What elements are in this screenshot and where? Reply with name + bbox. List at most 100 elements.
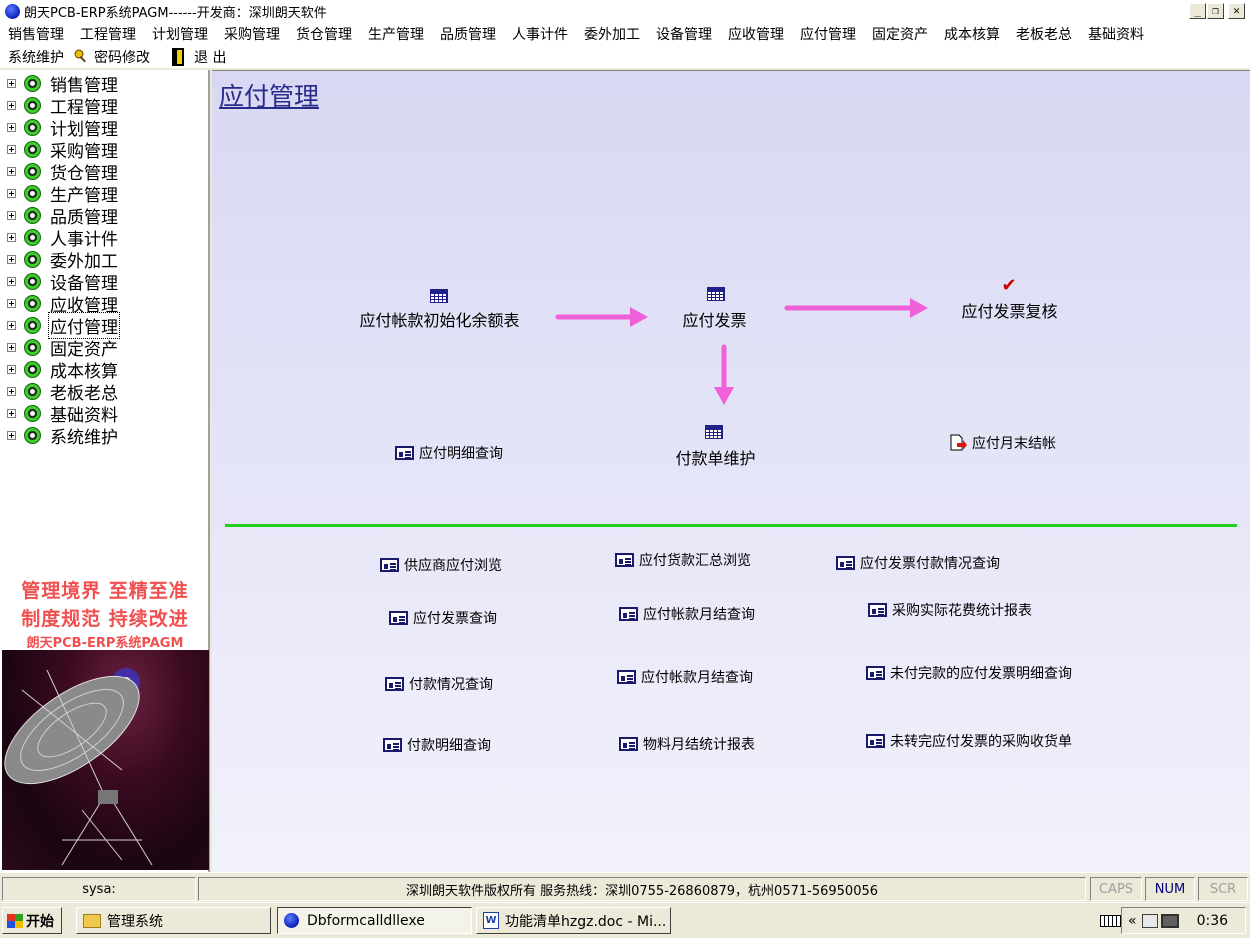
tree-item[interactable]: 系统维护 (0, 424, 119, 448)
report-link[interactable]: 应付帐款月结查询 (619, 604, 755, 624)
tree-item[interactable]: 固定资产 (0, 336, 119, 360)
tree-item[interactable]: 委外加工 (0, 248, 119, 272)
expand-icon[interactable] (7, 298, 16, 308)
init-balance-link[interactable]: 应付帐款初始化余额表 (359, 311, 520, 330)
expand-icon[interactable] (7, 342, 16, 352)
expand-icon[interactable] (7, 320, 16, 330)
table-icon (380, 558, 399, 572)
menu-item[interactable]: 销售管理 (8, 26, 64, 43)
start-button[interactable]: 开始 (2, 907, 62, 934)
expand-icon[interactable] (7, 232, 16, 242)
clock[interactable]: 0:36 (1196, 912, 1229, 929)
menu-item[interactable]: 成本核算 (944, 26, 1000, 43)
report-link[interactable]: 物料月结统计报表 (619, 734, 755, 754)
tree-item[interactable]: 老板老总 (0, 380, 119, 404)
expand-icon[interactable] (7, 144, 16, 154)
report-link[interactable]: 采购实际花费统计报表 (868, 600, 1032, 620)
tree-item[interactable]: 采购管理 (0, 138, 119, 162)
month-end-link[interactable]: 应付月末结帐 (949, 433, 1056, 453)
menu-item[interactable]: 采购管理 (224, 26, 280, 43)
tray-expand-button[interactable]: « (1128, 912, 1137, 929)
expand-icon[interactable] (7, 188, 16, 198)
report-link[interactable]: 应付货款汇总浏览 (615, 550, 751, 570)
expand-icon[interactable] (7, 100, 16, 110)
menu-item[interactable]: 应收管理 (728, 26, 784, 43)
report-link[interactable]: 未付完款的应付发票明细查询 (866, 663, 1072, 683)
menu-bar: 销售管理工程管理计划管理采购管理货仓管理生产管理品质管理人事计件委外加工设备管理… (0, 22, 1250, 68)
tree-item[interactable]: 成本核算 (0, 358, 119, 382)
expand-icon[interactable] (7, 122, 16, 132)
expand-icon[interactable] (7, 254, 16, 264)
expand-icon[interactable] (7, 386, 16, 396)
payment-maintenance-link[interactable]: 付款单维护 (675, 449, 756, 468)
minimize-button[interactable]: _ (1189, 3, 1206, 19)
tree-item-label: 人事计件 (50, 229, 118, 250)
menu-item[interactable]: 品质管理 (440, 26, 496, 43)
keyboard-icon[interactable] (1100, 915, 1122, 927)
menu-item[interactable]: 应付管理 (800, 26, 856, 43)
tree-item[interactable]: 工程管理 (0, 94, 119, 118)
report-link[interactable]: 付款明细查询 (383, 735, 491, 755)
network-icon[interactable] (1141, 913, 1158, 928)
module-icon (24, 250, 41, 268)
table-icon (615, 553, 634, 567)
menu-item[interactable]: 委外加工 (584, 26, 640, 43)
tree-item[interactable]: 设备管理 (0, 270, 119, 294)
expand-icon[interactable] (7, 430, 16, 440)
expand-icon[interactable] (7, 408, 16, 418)
module-icon (24, 228, 41, 246)
expand-icon[interactable] (7, 166, 16, 176)
module-icon (24, 272, 41, 290)
task-word-document[interactable]: W 功能清单hzgz.doc - Mi... (476, 907, 671, 934)
table-icon (385, 677, 404, 691)
tree-item[interactable]: 品质管理 (0, 204, 119, 228)
link-label: 供应商应付浏览 (404, 558, 502, 574)
expand-icon[interactable] (7, 78, 16, 88)
tree-item[interactable]: 基础资料 (0, 402, 119, 426)
menu-item[interactable]: 计划管理 (152, 26, 208, 43)
menu-item[interactable]: 货仓管理 (296, 26, 352, 43)
task-management-system[interactable]: 管理系统 (76, 907, 271, 934)
menu-system-maintenance[interactable]: 系统维护 (8, 49, 64, 66)
invoice-link[interactable]: 应付发票 (682, 311, 747, 330)
monitor-icon[interactable] (1160, 913, 1179, 928)
tree-item[interactable]: 货仓管理 (0, 160, 119, 184)
menu-item[interactable]: 老板老总 (1016, 26, 1072, 43)
satellite-dish-image (2, 650, 209, 870)
tree-item[interactable]: 计划管理 (0, 116, 119, 140)
report-link[interactable]: 付款情况查询 (385, 674, 493, 694)
task-dbformcall[interactable]: Dbformcalldllexe (277, 907, 472, 934)
tree-item[interactable]: 应付管理 (0, 311, 120, 339)
close-button[interactable]: ✕ (1228, 3, 1245, 19)
expand-icon[interactable] (7, 276, 16, 286)
menu-change-password[interactable]: 密码修改 (94, 49, 150, 66)
menu-item[interactable]: 人事计件 (512, 26, 568, 43)
menu-item[interactable]: 基础资料 (1088, 26, 1144, 43)
report-link[interactable]: 应付帐款月结查询 (617, 667, 753, 687)
report-link[interactable]: 未转完应付发票的采购收货单 (866, 731, 1072, 751)
report-link[interactable]: 供应商应付浏览 (380, 555, 502, 575)
link-label: 应付发票付款情况查询 (860, 556, 1000, 572)
link-label: 付款情况查询 (409, 677, 493, 693)
menu-item[interactable]: 工程管理 (80, 26, 136, 43)
menu-item[interactable]: 设备管理 (656, 26, 712, 43)
menu-exit[interactable]: 退 出 (194, 49, 227, 66)
invoice-review-link[interactable]: 应付发票复核 (961, 302, 1058, 321)
tree-item-label: 应付管理 (48, 311, 120, 339)
tree-item[interactable]: 人事计件 (0, 226, 119, 250)
tree-item[interactable]: 应收管理 (0, 292, 119, 316)
status-user: sysa: (2, 877, 196, 901)
expand-icon[interactable] (7, 210, 16, 220)
restore-button[interactable]: ❐ (1207, 3, 1224, 19)
tree-item[interactable]: 生产管理 (0, 182, 119, 206)
task-label: Dbformcalldllexe (307, 912, 425, 929)
expand-icon[interactable] (7, 364, 16, 374)
menu-item[interactable]: 固定资产 (872, 26, 928, 43)
menu-item[interactable]: 生产管理 (368, 26, 424, 43)
report-link[interactable]: 应付发票查询 (389, 608, 497, 628)
tree-item[interactable]: 销售管理 (0, 72, 119, 96)
detail-query-link[interactable]: 应付明细查询 (395, 443, 503, 463)
tree-item-label: 生产管理 (50, 185, 118, 206)
report-link[interactable]: 应付发票付款情况查询 (836, 553, 1000, 573)
start-label: 开始 (26, 913, 54, 930)
